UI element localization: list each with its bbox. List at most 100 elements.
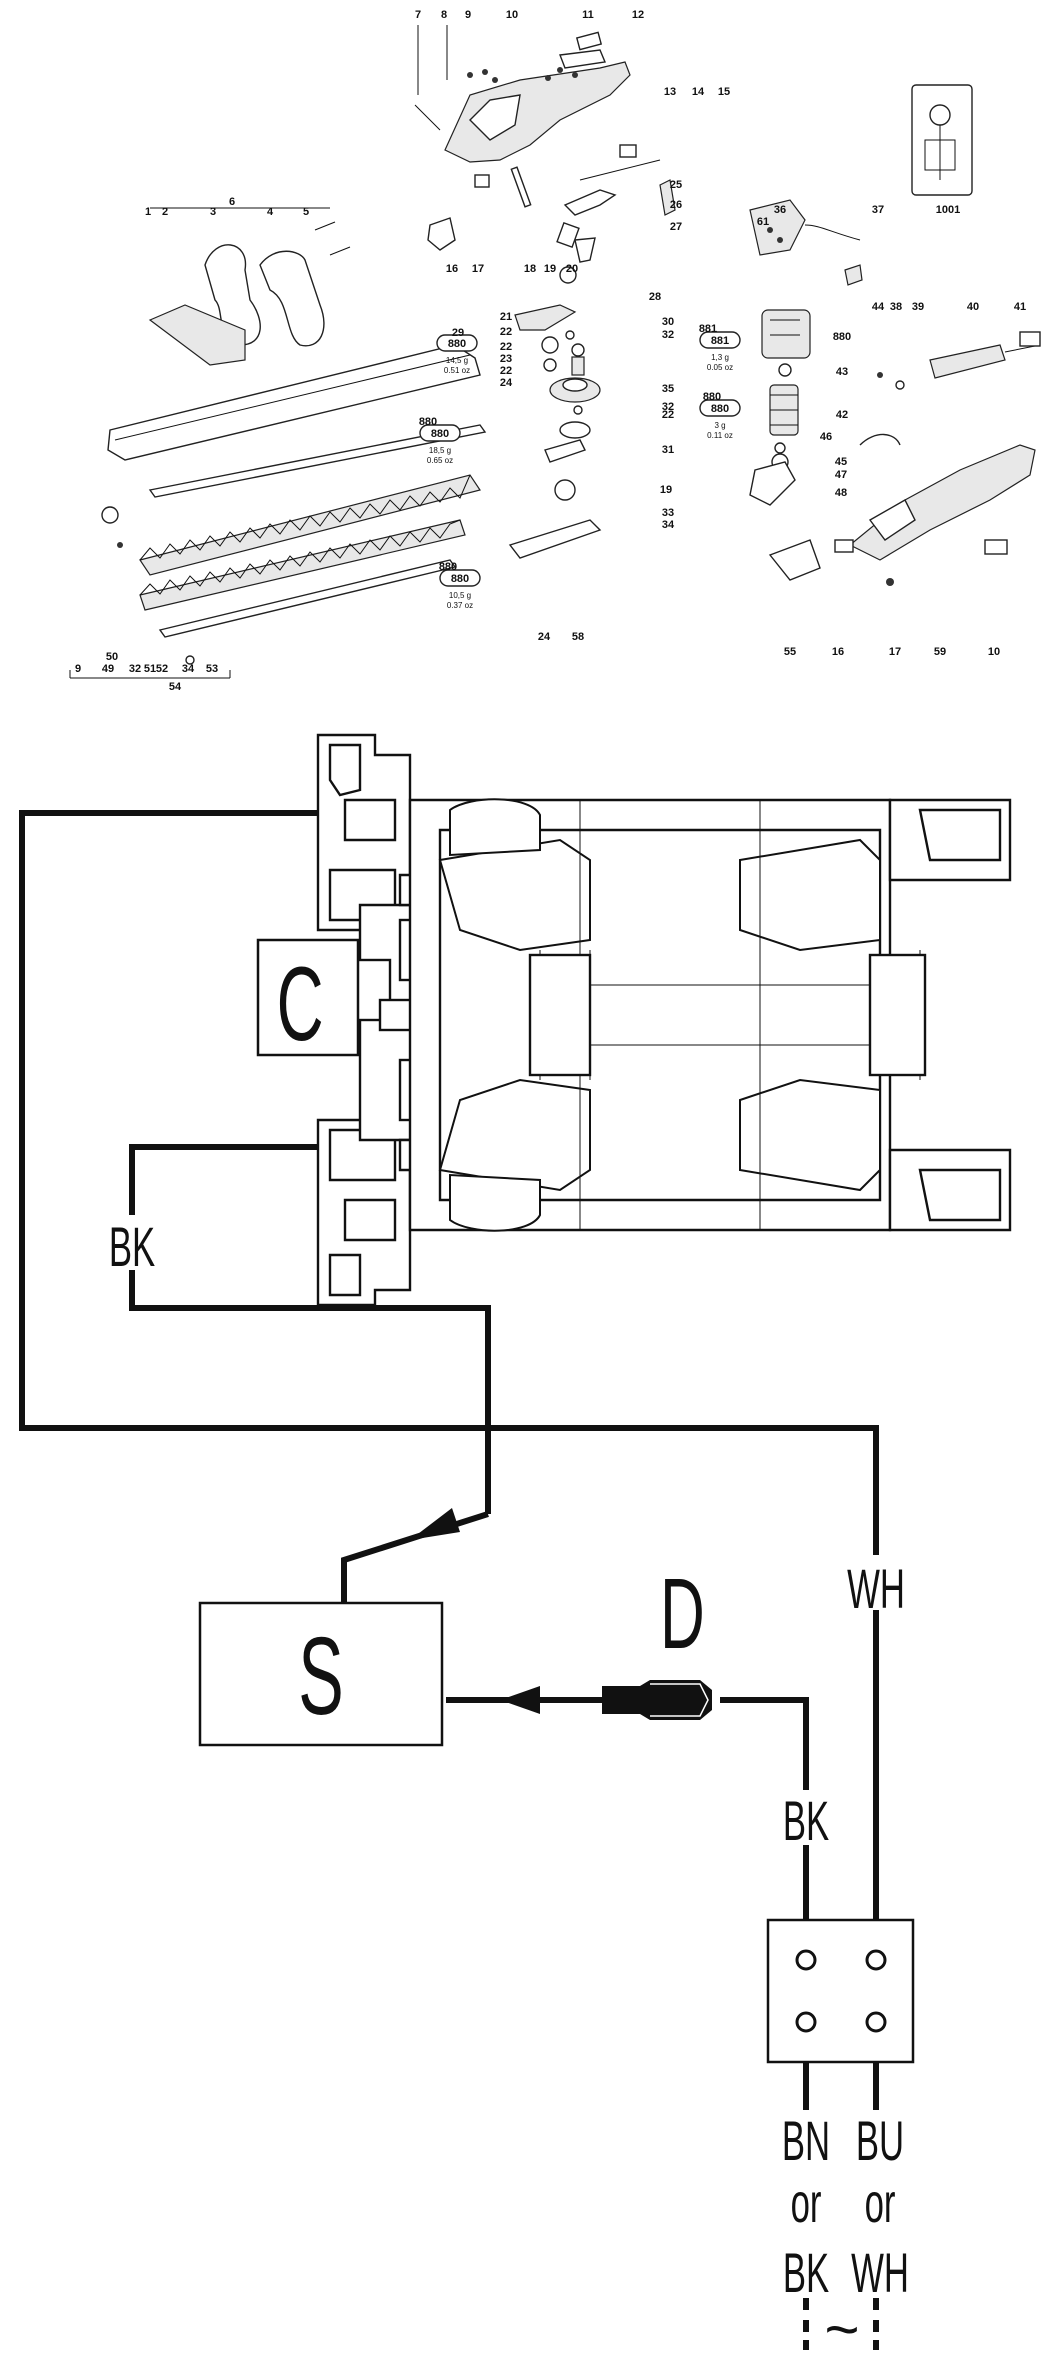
part-number-24: 24 [538, 631, 551, 643]
wiring-diagram: C D S [19, 733, 1012, 2355]
part-number-880: 880 [703, 391, 721, 403]
svg-text:881: 881 [711, 335, 729, 347]
upper-housing [444, 31, 631, 163]
part-number-34: 34 [182, 663, 195, 675]
lower-housing-right [768, 444, 1036, 586]
left-supply-or: or [791, 2172, 822, 2235]
part-number-10: 10 [506, 9, 518, 21]
part-number-17: 17 [472, 263, 484, 275]
capacitor: C [256, 938, 360, 1063]
bracket-55 [69, 207, 330, 679]
part-number-3: 3 [210, 206, 216, 218]
part-number-4: 4 [267, 206, 274, 218]
svg-text:0.11 oz: 0.11 oz [707, 431, 733, 440]
svg-text:0.51 oz: 0.51 oz [444, 366, 470, 375]
part-number-29: 29 [452, 327, 464, 339]
part-number-13: 13 [664, 86, 676, 98]
part-number-22: 22 [500, 365, 512, 377]
part-number-1: 1 [145, 206, 151, 218]
svg-text:0.05 oz: 0.05 oz [707, 363, 733, 372]
switch-label: S [298, 1615, 343, 1738]
part-number-59: 59 [934, 646, 946, 658]
supply-bk-label: BK [783, 1790, 829, 1853]
part-number-21: 21 [500, 311, 512, 323]
part-number-43: 43 [836, 366, 848, 378]
switch: S [198, 1601, 444, 1747]
svg-text:880: 880 [431, 428, 449, 440]
svg-text:1,3 g: 1,3 g [711, 353, 729, 362]
right-supply-top: BU [856, 2110, 904, 2173]
right-supply-bottom: WH [851, 2242, 909, 2305]
part-number-17: 17 [889, 646, 901, 658]
part-number-38: 38 [890, 301, 902, 313]
screws-top [414, 25, 578, 131]
detail-1001 [911, 84, 973, 196]
svg-text:880: 880 [448, 338, 466, 350]
motor [316, 733, 1012, 1307]
part-number-47: 47 [835, 469, 847, 481]
part-number-55: 55 [784, 646, 796, 658]
part-number-51: 51 [144, 663, 156, 675]
suppressor-label: D [660, 1558, 705, 1670]
part-number-18: 18 [524, 263, 536, 275]
suppressor: D [602, 1558, 712, 1720]
part-number-25: 25 [670, 179, 682, 191]
part-number-2: 2 [162, 206, 168, 218]
part-number-16: 16 [832, 646, 844, 658]
part-number-1001: 1001 [936, 204, 960, 216]
part-number-22: 22 [500, 341, 512, 353]
wh-label: WH [847, 1558, 905, 1621]
part-number-9: 9 [465, 9, 471, 21]
part-number-9: 9 [75, 663, 81, 675]
part-number-22: 22 [662, 409, 674, 421]
part-number-19: 19 [660, 484, 672, 496]
part-number-32: 32 [662, 401, 674, 413]
right-supply-or: or [865, 2172, 896, 2235]
grease-stickers: 880 14,5 g 0.51 oz 881 1,3 g 0.05 oz 880… [419, 331, 741, 610]
part-number-19: 19 [544, 263, 556, 275]
part-number-22: 22 [500, 326, 512, 338]
ac-symbol: ~ [824, 2296, 859, 2355]
part-number-26: 26 [670, 199, 682, 211]
switch-output-arrow [500, 1686, 540, 1714]
part-number-61: 61 [757, 216, 769, 228]
wire-labels: BK WH BK BN or BK BU or WH [102, 1215, 916, 2304]
part-number-31: 31 [662, 444, 674, 456]
svg-text:880: 880 [451, 573, 469, 585]
blade-assembly [101, 344, 487, 665]
trigger-parts [427, 144, 676, 263]
part-number-46: 46 [820, 431, 832, 443]
part-number-52: 52 [156, 663, 168, 675]
part-number-11: 11 [582, 9, 594, 21]
part-number-50: 50 [106, 651, 118, 663]
part-number-880: 880 [833, 331, 851, 343]
part-number-41: 41 [1014, 301, 1026, 313]
motor-group [749, 199, 901, 506]
part-number-7: 7 [415, 9, 421, 21]
part-number-58: 58 [572, 631, 584, 643]
part-number-880: 880 [419, 416, 437, 428]
svg-text:3 g: 3 g [714, 421, 725, 430]
part-number-40: 40 [967, 301, 979, 313]
left-supply-top: BN [782, 2110, 830, 2173]
part-number-27: 27 [670, 221, 682, 233]
exploded-parts-view: 880 14,5 g 0.51 oz 881 1,3 g 0.05 oz 880… [69, 9, 1041, 693]
part-number-5: 5 [303, 206, 309, 218]
part-number-15: 15 [718, 86, 730, 98]
part-number-53: 53 [206, 663, 218, 675]
terminal-block [766, 1918, 915, 2064]
part-number-8: 8 [441, 9, 447, 21]
part-number-14: 14 [692, 86, 705, 98]
part-number-35: 35 [662, 383, 674, 395]
part-number-42: 42 [836, 409, 848, 421]
part-number-37: 37 [872, 204, 884, 216]
part-number-45: 45 [835, 456, 847, 468]
part-number-49: 49 [102, 663, 114, 675]
part-number-28: 28 [649, 291, 661, 303]
gear-assembly [508, 221, 602, 559]
part-number-881: 881 [699, 323, 717, 335]
svg-text:14,5 g: 14,5 g [446, 356, 468, 365]
switch-input-arrow [410, 1508, 460, 1540]
part-number-34: 34 [662, 519, 675, 531]
